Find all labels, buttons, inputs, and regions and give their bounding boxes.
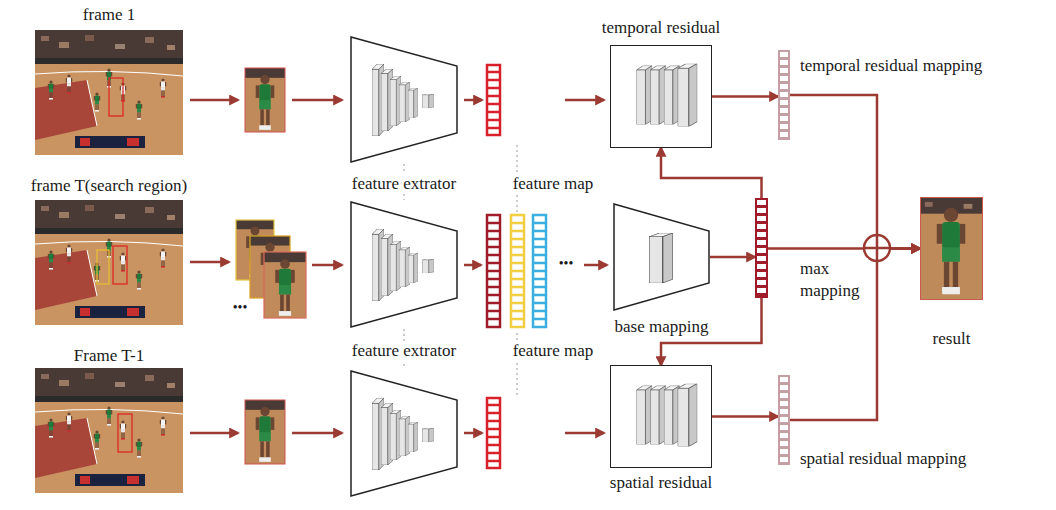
node-label: temporal residual xyxy=(600,18,723,38)
text-label: frame T(search region) xyxy=(29,176,189,196)
text-label: ••• xyxy=(231,300,250,317)
text-label: feature map xyxy=(511,341,596,361)
text-label: frame 1 xyxy=(81,5,137,25)
node-label: max mapping xyxy=(798,258,868,302)
text-label: feature extrator xyxy=(350,341,458,361)
shape-outline xyxy=(921,198,982,299)
connector xyxy=(712,415,778,418)
shape-outline xyxy=(611,46,711,147)
connector xyxy=(712,95,778,98)
node-label: temporal residual mapping xyxy=(798,56,984,76)
node-label: spatial residual xyxy=(608,473,714,493)
feature-extractor xyxy=(351,371,457,496)
node-label: result xyxy=(931,329,973,349)
feature-extractor xyxy=(351,37,457,162)
residual-box: spatial residual xyxy=(610,365,712,468)
connector xyxy=(661,148,762,198)
text-label: Frame T-1 xyxy=(72,346,146,366)
feature-vector xyxy=(487,65,500,135)
connector xyxy=(790,249,920,421)
connector xyxy=(710,256,755,259)
node-label: spatial residual mapping xyxy=(798,449,968,469)
target-crop xyxy=(245,400,285,464)
shape-outline xyxy=(611,366,711,467)
shape-outline xyxy=(613,203,710,311)
video-frame xyxy=(35,200,183,325)
mapping-vector: temporal residual mapping xyxy=(778,50,790,140)
feature-vector xyxy=(487,398,500,468)
mapping-vector: max mapping xyxy=(755,198,768,298)
feature-vector xyxy=(487,215,546,327)
text-label: ••• xyxy=(557,256,576,273)
target-crop xyxy=(245,68,285,132)
node-label: base mapping xyxy=(613,317,711,337)
mapping-trapezoid: base mapping xyxy=(613,203,710,311)
residual-box: temporal residual xyxy=(610,45,712,148)
result-image: result xyxy=(920,197,983,300)
video-frame xyxy=(35,30,183,155)
connector xyxy=(790,95,920,249)
text-label: feature map xyxy=(511,174,596,194)
flow-arrow xyxy=(190,100,607,433)
video-frame xyxy=(35,368,183,493)
feature-extractor xyxy=(351,202,457,327)
mapping-vector: spatial residual mapping xyxy=(778,375,790,465)
text-label: feature extrator xyxy=(350,174,458,194)
